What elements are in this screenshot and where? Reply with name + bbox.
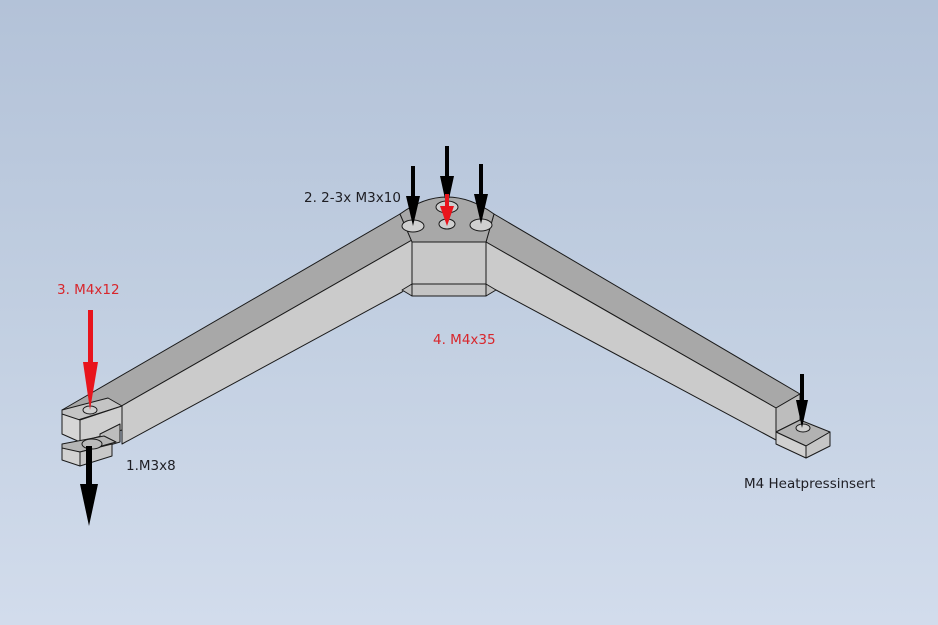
apex-front-block <box>411 241 487 285</box>
arrow-icon <box>474 164 488 224</box>
bracket-part <box>61 196 831 467</box>
right-arm-top-face <box>485 213 801 409</box>
arrow-icon <box>83 310 98 410</box>
right-arm-side-face <box>485 241 777 441</box>
arrow-icon <box>440 194 454 226</box>
right-tab-end <box>805 431 831 459</box>
arrow-icon <box>440 146 454 208</box>
arrow-icon <box>80 446 98 526</box>
callout-step2-label: 2. 2-3x M3x10 <box>304 190 401 206</box>
arrow-icon <box>796 374 808 428</box>
callout-step4-label: 4. M4x35 <box>433 332 496 348</box>
apex-lower-left-bevel <box>401 283 413 297</box>
left-arm-side-face <box>117 239 413 445</box>
arrow-icon <box>406 166 420 226</box>
callout-step1-label: 1.M3x8 <box>126 458 176 474</box>
apex-lower-right-bevel <box>485 283 497 297</box>
apex-lower-lip <box>411 283 487 297</box>
right-tab-hole <box>795 423 811 433</box>
callout-insert-label: M4 Heatpressinsert <box>744 476 876 492</box>
callout-step3-label: 3. M4x12 <box>57 282 120 298</box>
callout-arrows <box>80 146 808 526</box>
